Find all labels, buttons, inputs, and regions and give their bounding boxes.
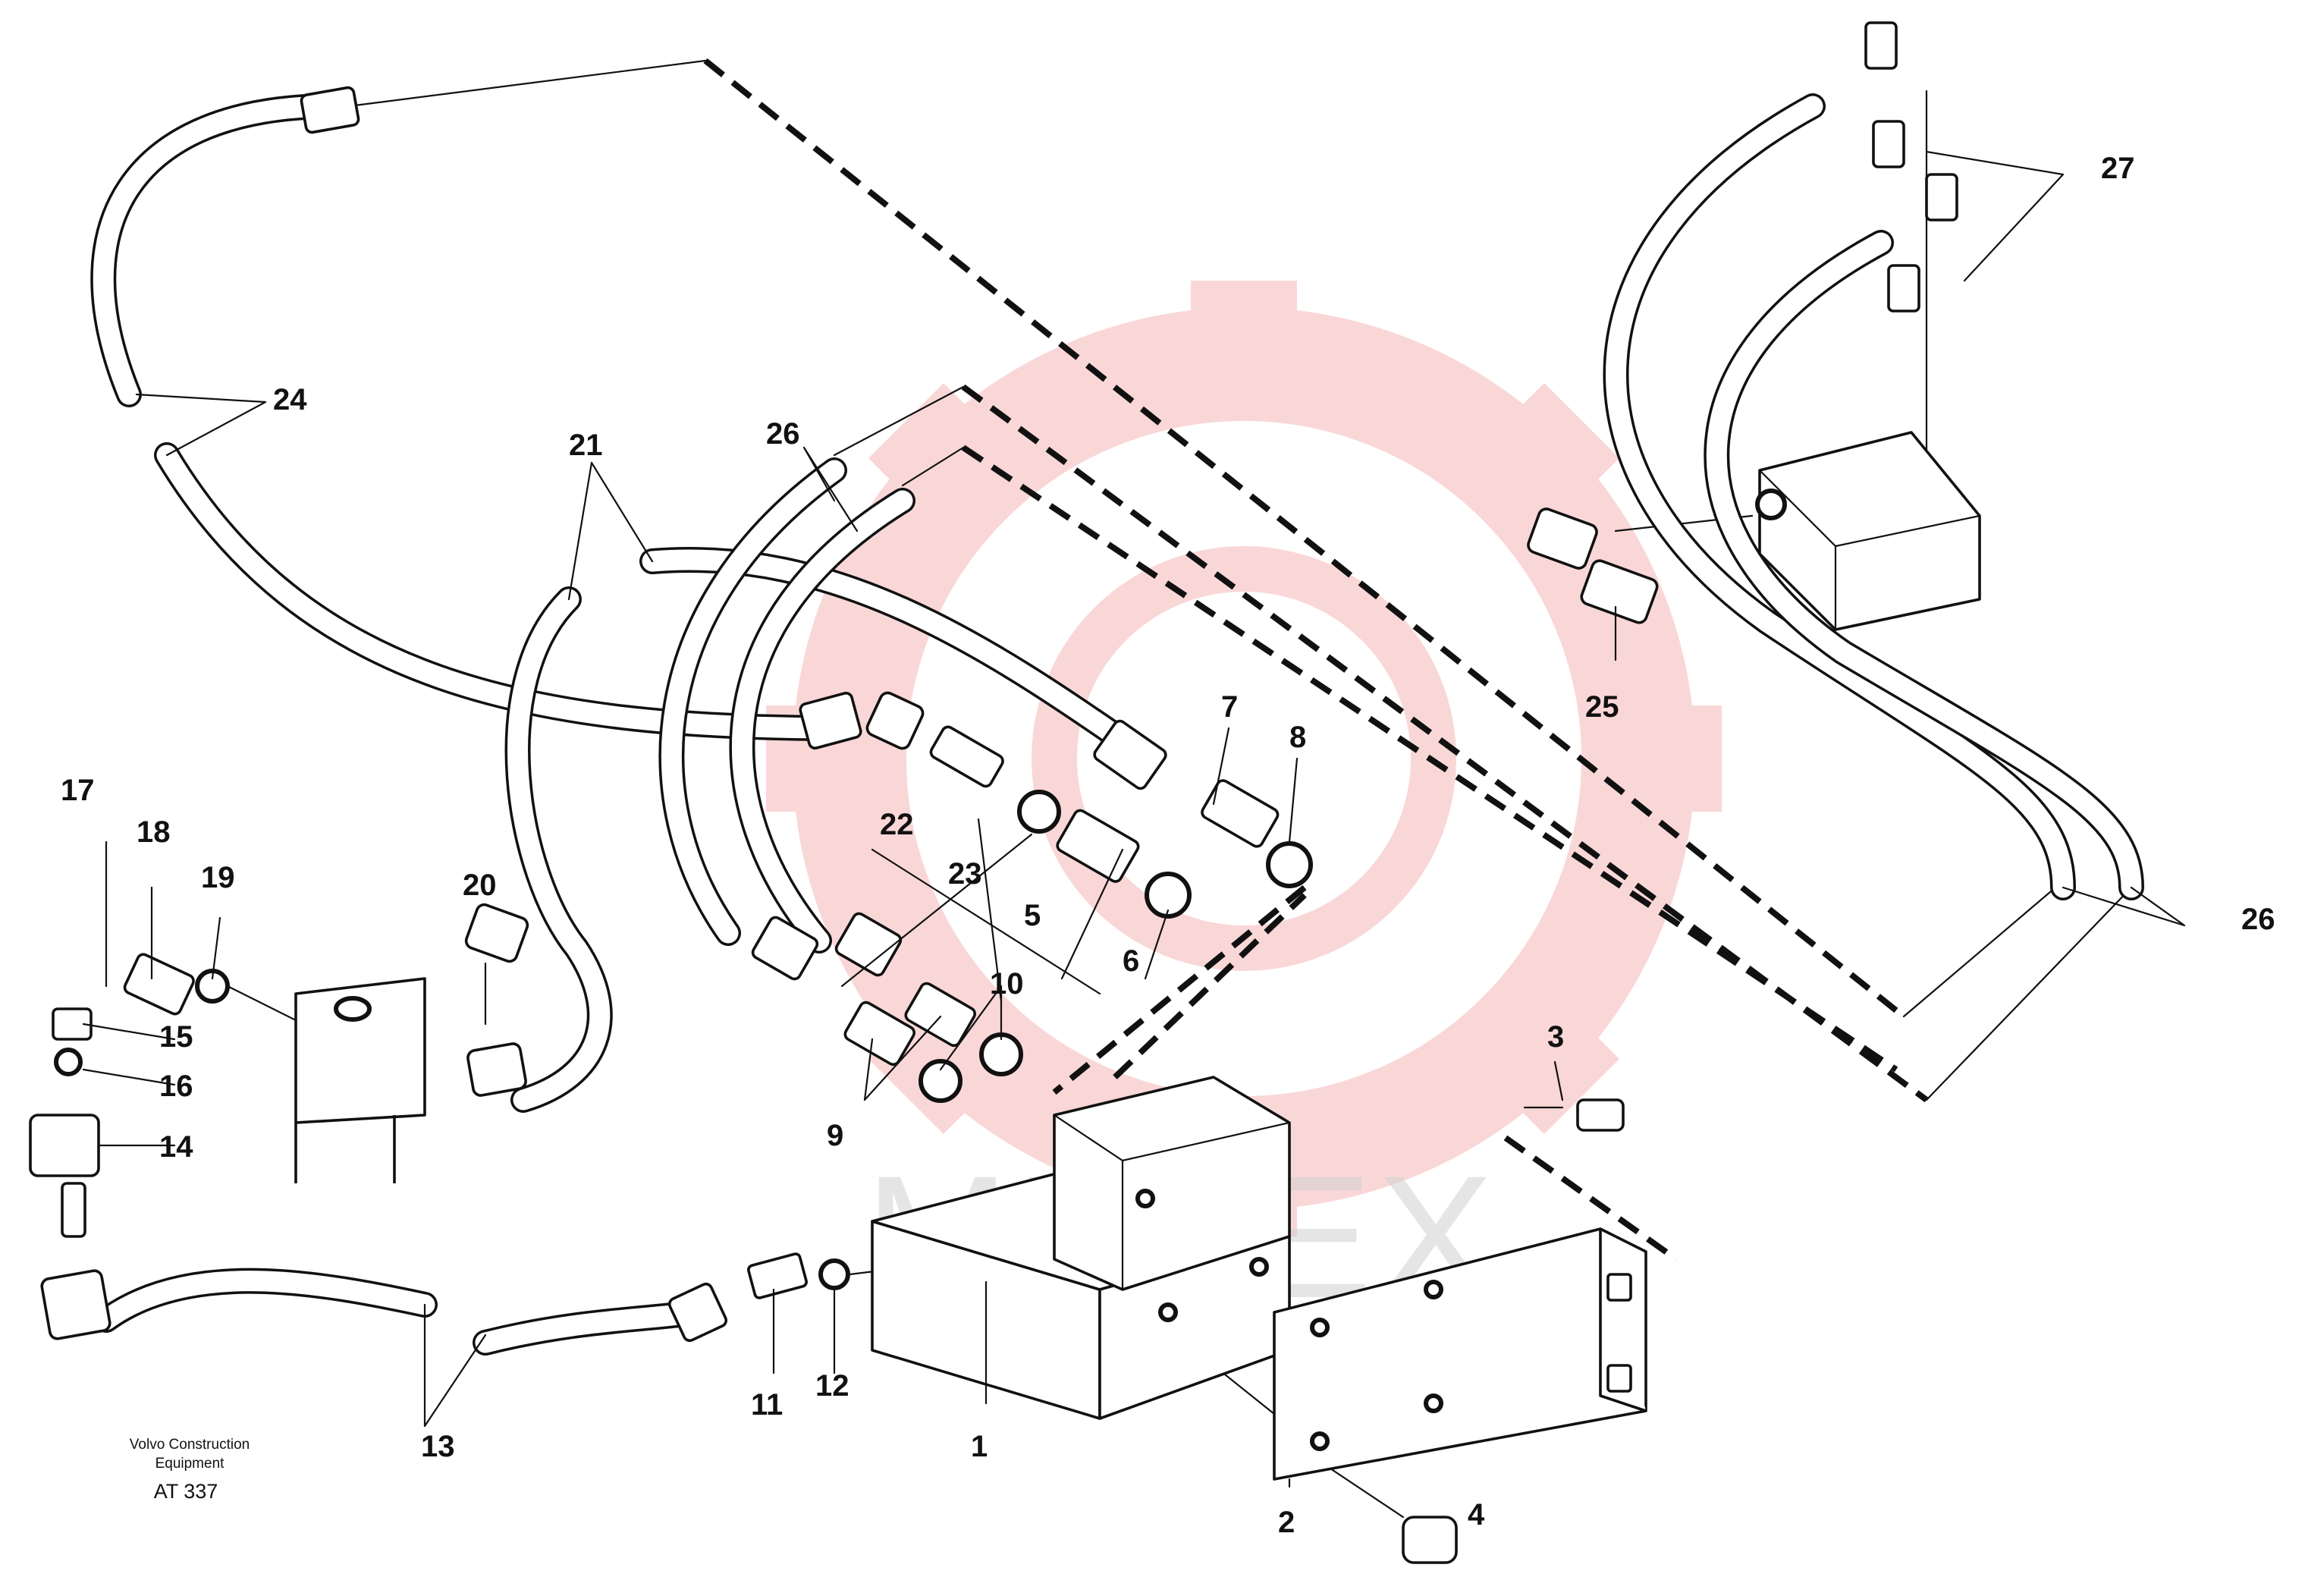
hose-26-left <box>658 457 915 954</box>
label-18: 18 <box>137 815 171 849</box>
label-6: 6 <box>1123 944 1139 978</box>
solenoid-coil <box>294 977 426 1183</box>
label-21: 21 <box>569 429 603 462</box>
label-24: 24 <box>273 383 307 416</box>
caption-code: AT 337 <box>154 1480 218 1503</box>
label-10: 10 <box>990 967 1024 1001</box>
fittings <box>40 21 1958 1564</box>
label-9: 9 <box>827 1119 843 1152</box>
caption-line2: Equipment <box>155 1456 225 1472</box>
pressure-sensor <box>1755 431 1981 631</box>
label-11: 11 <box>751 1388 783 1422</box>
label-26-right: 26 <box>2241 903 2275 936</box>
label-14: 14 <box>159 1130 193 1164</box>
label-26-left: 26 <box>766 417 800 451</box>
hose-24 <box>90 93 855 741</box>
label-3: 3 <box>1547 1020 1564 1054</box>
caption-line1: Volvo Construction <box>130 1437 250 1453</box>
hose-26-right <box>1603 93 2144 900</box>
label-7: 7 <box>1221 690 1238 724</box>
label-4: 4 <box>1468 1498 1485 1532</box>
label-16: 16 <box>159 1070 193 1103</box>
label-22: 22 <box>880 808 914 841</box>
label-15: 15 <box>159 1020 193 1054</box>
valve-block <box>871 1076 1291 1420</box>
fitting-14 <box>29 1114 100 1177</box>
label-13: 13 <box>421 1430 455 1463</box>
label-27: 27 <box>2101 152 2135 185</box>
label-1: 1 <box>971 1430 988 1463</box>
dashed-leaders <box>703 58 1929 1262</box>
label-20: 20 <box>463 869 497 902</box>
label-23: 23 <box>948 857 982 891</box>
label-8: 8 <box>1289 721 1306 754</box>
label-25: 25 <box>1585 690 1619 724</box>
label-12: 12 <box>815 1369 849 1403</box>
thin-leaders <box>226 59 2133 1519</box>
hose-13 <box>93 1268 711 1356</box>
callout-numbers: 1 2 3 4 5 6 7 8 9 10 11 12 13 14 15 16 1… <box>61 152 2275 1539</box>
label-19: 19 <box>201 861 235 894</box>
label-5: 5 <box>1024 899 1041 932</box>
label-2: 2 <box>1278 1506 1295 1539</box>
drawing-caption: Volvo Construction Equipment AT 337 <box>130 1437 250 1503</box>
label-17: 17 <box>61 774 95 807</box>
callout-leaders <box>82 150 2186 1488</box>
mounting-bracket <box>1273 1227 1647 1481</box>
